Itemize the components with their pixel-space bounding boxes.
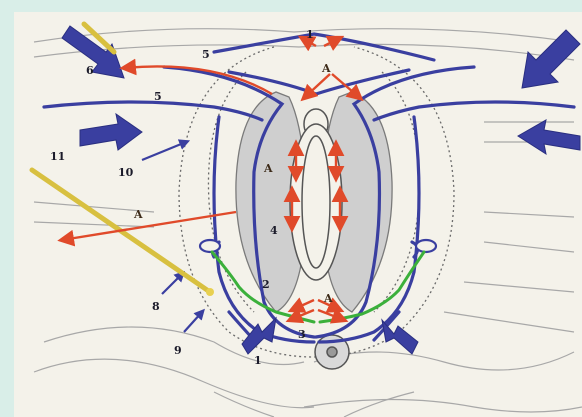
label-10: 10 [118, 166, 134, 179]
label-5b: 5 [154, 90, 162, 103]
label-6: 6 [86, 64, 94, 77]
label-5a: 5 [202, 48, 210, 61]
anatomy-diagram: 1 1 2 3 4 5 5 6 8 9 10 11 A A A A [14, 12, 582, 417]
label-11: 11 [50, 150, 65, 163]
label-a-left: A [133, 208, 143, 221]
label-a-top: A [321, 62, 331, 75]
label-4: 4 [270, 224, 278, 237]
label-2: 2 [262, 278, 270, 291]
arrow-left-11 [80, 114, 142, 150]
arrow-right [518, 120, 580, 154]
label-8: 8 [152, 300, 160, 313]
label-1-bottom: 1 [254, 354, 262, 367]
label-1-top: 1 [306, 28, 314, 41]
label-9: 9 [174, 344, 182, 357]
label-a-bottom: A [323, 292, 333, 305]
thin-blue-arrows [142, 142, 202, 332]
label-3: 3 [298, 328, 306, 341]
figure-frame: 1 1 2 3 4 5 5 6 8 9 10 11 A A A A [14, 12, 582, 417]
label-a-mid: A [263, 162, 273, 175]
